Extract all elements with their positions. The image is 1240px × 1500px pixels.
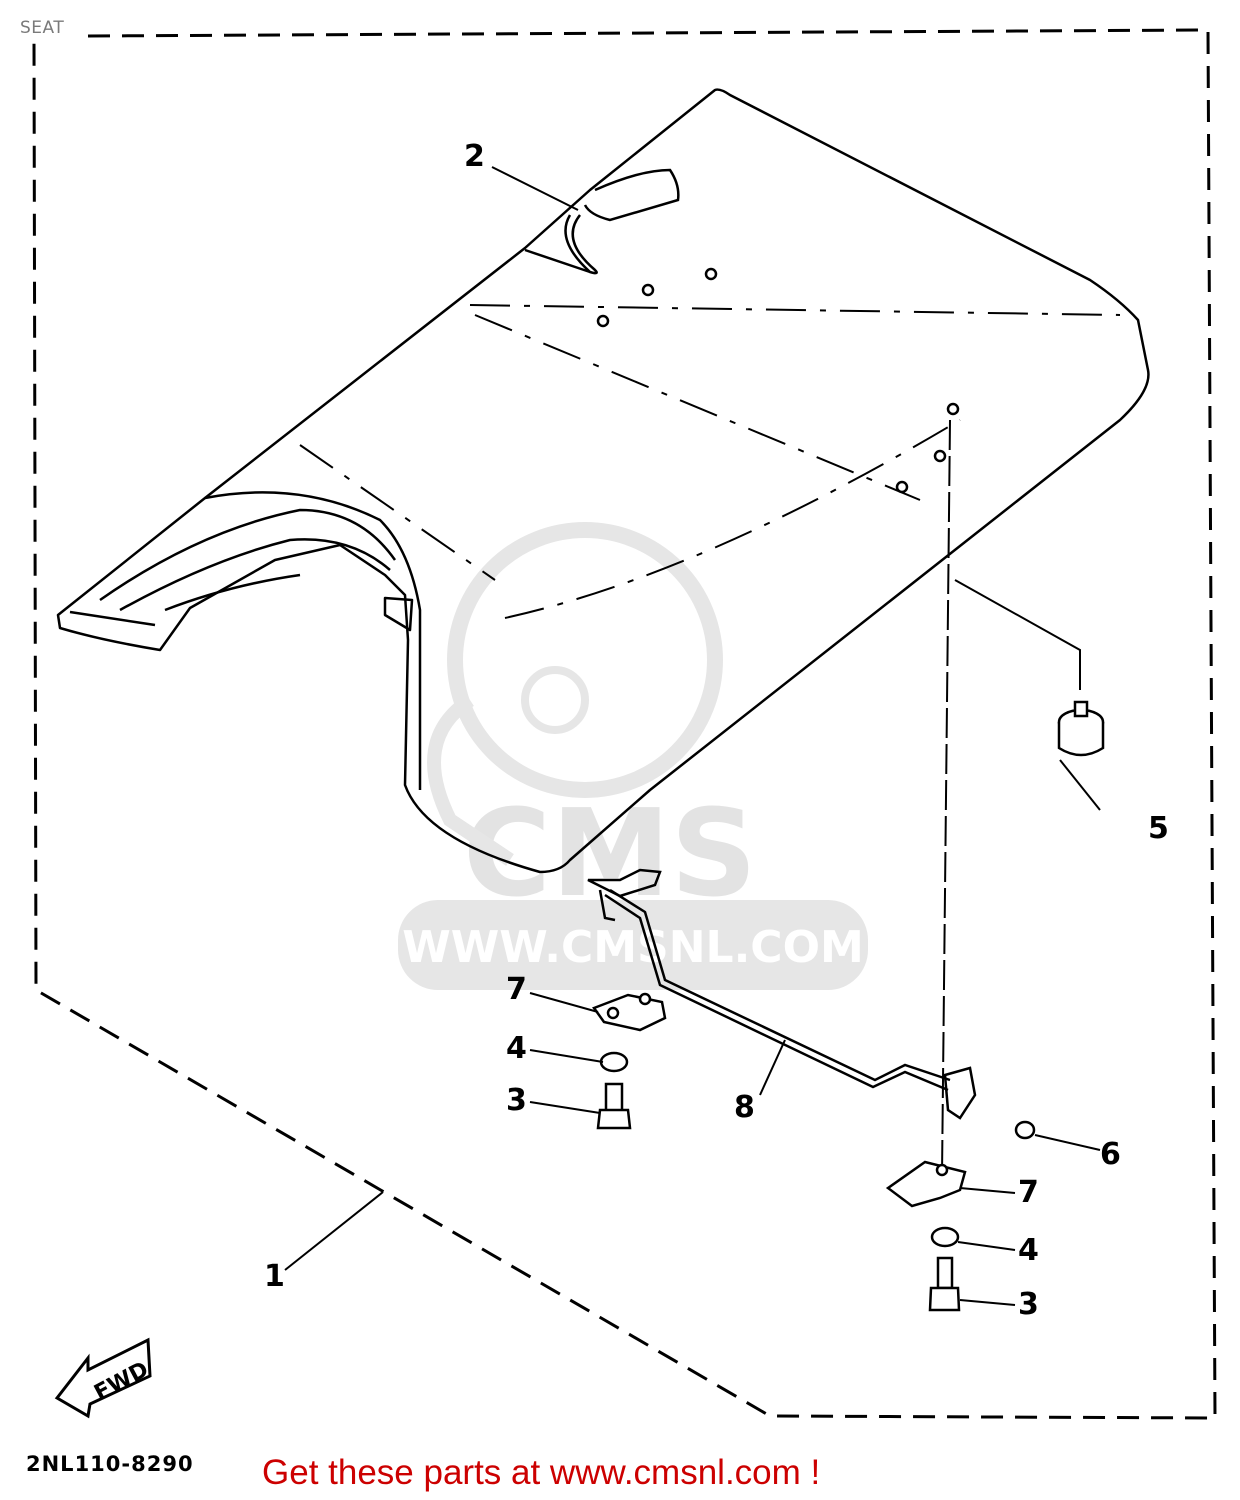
right-fastener-group xyxy=(885,1120,1036,1312)
assembly-boundary xyxy=(32,28,1217,1420)
left-fastener-group xyxy=(592,992,667,1130)
callout-5[interactable]: 5 xyxy=(1148,811,1169,846)
callout-3-right[interactable]: 3 xyxy=(1018,1287,1039,1322)
callout-4-right[interactable]: 4 xyxy=(1018,1233,1039,1268)
callout-7-right[interactable]: 7 xyxy=(1018,1175,1039,1210)
svg-text:WWW.CMSNL.COM: WWW.CMSNL.COM xyxy=(402,922,864,973)
page-title: SEAT xyxy=(20,18,65,38)
callout-2[interactable]: 2 xyxy=(464,139,485,174)
callout-3-left[interactable]: 3 xyxy=(506,1083,527,1118)
guide-lines xyxy=(941,419,1081,1176)
promo-link[interactable]: Get these parts at www.cmsnl.com ! xyxy=(262,1453,821,1492)
callout-8[interactable]: 8 xyxy=(734,1090,755,1125)
catalog-code: 2NL110-8290 xyxy=(26,1452,194,1476)
callout-7-left[interactable]: 7 xyxy=(506,972,527,1007)
seat-strap xyxy=(524,168,680,275)
seat-lock-rod xyxy=(587,868,977,1120)
damper-part xyxy=(1057,700,1105,757)
callout-6[interactable]: 6 xyxy=(1100,1137,1121,1172)
cmsnl-watermark: CMS WWW.CMSNL.COM xyxy=(398,522,868,990)
seat-body xyxy=(56,88,1150,874)
callout-4-left[interactable]: 4 xyxy=(506,1031,527,1066)
callout-1[interactable]: 1 xyxy=(264,1259,285,1294)
seat-crease-lines xyxy=(299,304,1121,619)
forward-arrow-icon: FWD xyxy=(54,1337,153,1419)
leader-lines xyxy=(284,166,1101,1306)
mounting-holes xyxy=(596,267,960,494)
